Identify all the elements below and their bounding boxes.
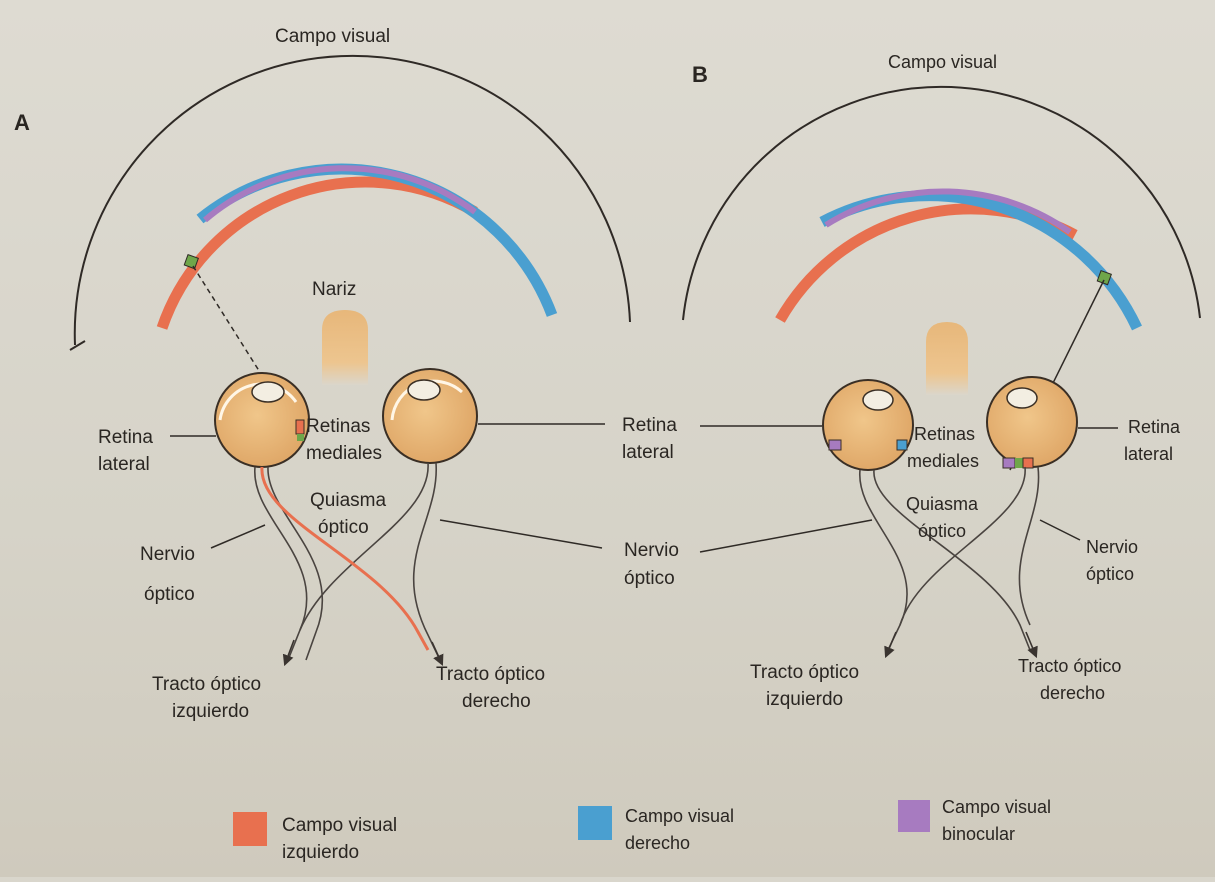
legend-right-field-2: derecho bbox=[625, 833, 690, 853]
panel-b-nervio-left-2: óptico bbox=[624, 568, 675, 589]
panel-a-tracto-izq-2: izquierdo bbox=[172, 701, 249, 722]
legend-swatch-binocular bbox=[898, 800, 930, 832]
panel-a-letter: A bbox=[14, 110, 30, 135]
panel-b-nerve-leader-right bbox=[1040, 520, 1080, 540]
panel-b-retina-lateral-left-2: lateral bbox=[622, 442, 674, 463]
legend-item-left-field: Campo visual izquierdo bbox=[233, 812, 397, 863]
panel-a-right-eye-lens bbox=[408, 380, 440, 400]
panel-b-tracto-izq-2: izquierdo bbox=[766, 689, 843, 710]
panel-a-left-eye-activated bbox=[297, 434, 304, 441]
panel-b-right-nerve-a bbox=[900, 467, 1025, 625]
panel-b-retina-lateral-right-1: Retina bbox=[1128, 417, 1181, 437]
panel-b-field-boundary bbox=[683, 87, 1200, 320]
panel-a-quiasma-2: óptico bbox=[318, 517, 369, 538]
panel-b-right-eye-activated bbox=[1015, 458, 1023, 468]
panel-a-left-eye-receptor bbox=[296, 420, 304, 434]
panel-a-right-tract-arrow bbox=[432, 642, 442, 664]
legend-left-field-1: Campo visual bbox=[282, 815, 397, 836]
panel-b-left-eye-receptor-inner bbox=[897, 440, 907, 450]
panel-b-right-eye-receptor-inner bbox=[1003, 458, 1015, 468]
panel-a-nervio-1: Nervio bbox=[140, 544, 195, 565]
panel-b-nervio-right-2: óptico bbox=[1086, 564, 1134, 584]
panel-b-nose bbox=[926, 322, 968, 395]
panel-a-retina-lateral-1: Retina bbox=[98, 427, 153, 448]
legend-swatch-right-field bbox=[578, 806, 612, 840]
panel-a-nerve-leader-left bbox=[211, 525, 265, 548]
panel-b-letter: B bbox=[692, 62, 708, 87]
panel-a-field-title: Campo visual bbox=[275, 26, 390, 47]
legend-left-field-2: izquierdo bbox=[282, 842, 359, 863]
panel-b-tracto-izq-1: Tracto óptico bbox=[750, 662, 859, 683]
panel-a-left-nerve-outer bbox=[255, 467, 307, 660]
panel-b-left-eye-lens bbox=[863, 390, 893, 410]
panel-a-left-field-band bbox=[162, 182, 475, 328]
panel-b-nerve-leader-left bbox=[700, 520, 872, 552]
panel-a-quiasma-1: Quiasma bbox=[310, 490, 386, 511]
panel-a-nose-label: Nariz bbox=[312, 279, 356, 300]
panel-a-light-ray bbox=[193, 266, 268, 385]
legend-item-right-field: Campo visual derecho bbox=[578, 806, 734, 853]
panel-a-nerve-leader-right bbox=[440, 520, 602, 548]
panel-a-left-eye-lens bbox=[252, 382, 284, 402]
legend-binocular-2: binocular bbox=[942, 824, 1015, 844]
panel-a-field-boundary-tick bbox=[70, 341, 85, 350]
panel-b-retinas-mediales-1: Retinas bbox=[914, 424, 975, 444]
panel-a-left-tract-arrow bbox=[285, 640, 294, 664]
panel-b-right-eye-receptor-outer bbox=[1023, 458, 1033, 468]
legend-binocular-1: Campo visual bbox=[942, 797, 1051, 817]
panel-a-retina-lateral-2: lateral bbox=[98, 454, 150, 475]
panel-a-tracto-der-1: Tracto óptico bbox=[436, 664, 545, 685]
panel-b-right-nerve-b bbox=[1019, 467, 1038, 625]
panel-a: A Campo visual Nariz bbox=[14, 26, 630, 722]
panel-b-retina-lateral-right-2: lateral bbox=[1124, 444, 1173, 464]
panel-b-field-title: Campo visual bbox=[888, 52, 997, 72]
legend-right-field-1: Campo visual bbox=[625, 806, 734, 826]
panel-b-nervio-left-1: Nervio bbox=[624, 540, 679, 561]
legend-swatch-left-field bbox=[233, 812, 267, 846]
panel-a-tracto-izq-1: Tracto óptico bbox=[152, 674, 261, 695]
legend-item-binocular: Campo visual binocular bbox=[898, 797, 1051, 844]
legend: Campo visual izquierdo Campo visual dere… bbox=[233, 797, 1051, 863]
panel-b-left-tract-arrow bbox=[886, 632, 896, 656]
panel-a-retinas-mediales-2: mediales bbox=[306, 443, 382, 464]
panel-b-quiasma-1: Quiasma bbox=[906, 494, 979, 514]
panel-b-tracto-der-1: Tracto óptico bbox=[1018, 656, 1121, 676]
panel-a-right-nerve-cross bbox=[300, 463, 428, 630]
panel-b-right-eye-lens bbox=[1007, 388, 1037, 408]
panel-a-nervio-2: óptico bbox=[144, 584, 195, 605]
panel-b-retina-lateral-left-1: Retina bbox=[622, 415, 677, 436]
panel-b-tracto-der-2: derecho bbox=[1040, 683, 1105, 703]
panel-b-retinas-mediales-2: mediales bbox=[907, 451, 979, 471]
panel-a-retinas-mediales-1: Retinas bbox=[306, 416, 370, 437]
panel-b-nervio-right-1: Nervio bbox=[1086, 537, 1138, 557]
panel-b-left-eye-receptor-outer bbox=[829, 440, 841, 450]
panel-a-tracto-der-2: derecho bbox=[462, 691, 531, 712]
panel-a-nose bbox=[322, 310, 368, 385]
panel-b: B Campo visual Retina lateral bbox=[622, 52, 1200, 710]
panel-b-quiasma-2: óptico bbox=[918, 521, 966, 541]
